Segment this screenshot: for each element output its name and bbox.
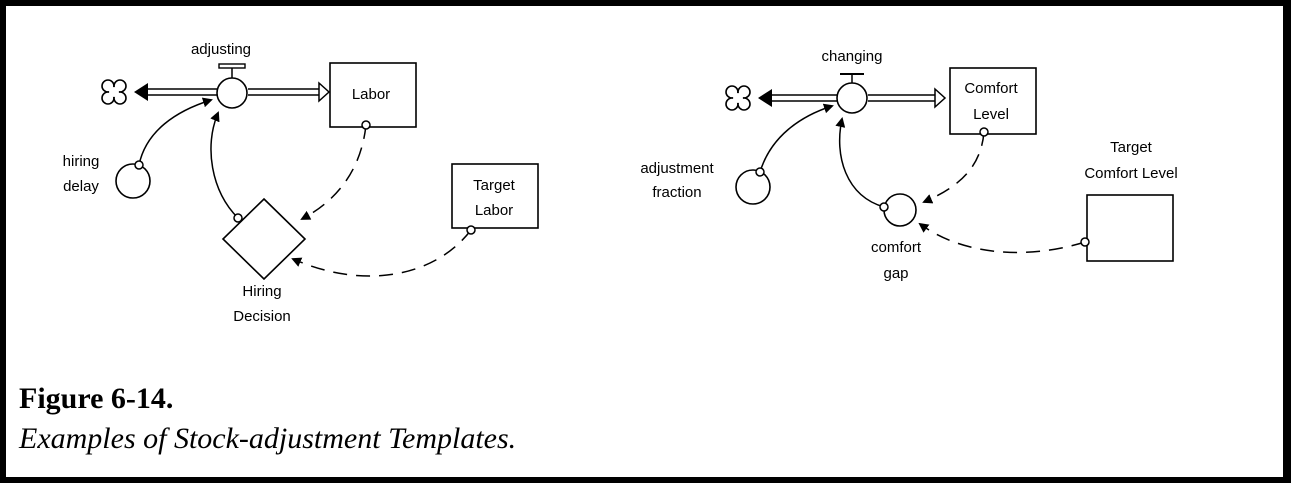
connector-arrows (134, 97, 476, 277)
target-box (1086, 194, 1174, 262)
flow-pipe (134, 81, 331, 103)
left-template: adjusting Labor hiring delay Hiring Deci… (63, 41, 539, 325)
figure-title: Figure 6-14. (19, 382, 174, 415)
converter-label-line-2: delay (63, 178, 99, 195)
converter-label-line-1: adjustment (640, 160, 714, 177)
stock-adjustment-diagrams: adjusting Labor hiring delay Hiring Deci… (63, 41, 1178, 325)
flow-label: changing (822, 48, 883, 65)
converter-label-line-2: fraction (652, 184, 701, 201)
decision-label-line-2: Decision (233, 308, 291, 325)
converter-label-line-1: hiring (63, 153, 100, 170)
cloud-icon (725, 85, 751, 111)
gap-label-line-2: gap (883, 265, 908, 282)
gap-circle (883, 193, 917, 227)
figure-subtitle: Examples of Stock-adjustment Templates. (19, 422, 517, 455)
target-stock-box (451, 163, 539, 229)
target-label-line-1: Target (1110, 139, 1153, 156)
flow-pipe (758, 87, 947, 109)
target-stock-label-line-1: Target (473, 177, 516, 194)
valve-icon (216, 63, 248, 109)
cloud-icon (101, 79, 127, 105)
stock-label-line-2: Level (973, 106, 1009, 123)
stock-label: Labor (352, 86, 390, 103)
figure-frame: adjusting Labor hiring delay Hiring Deci… (6, 6, 1283, 477)
gap-label-line-1: comfort (871, 239, 922, 256)
stock-label-line-1: Comfort (964, 80, 1018, 97)
decision-label-line-1: Hiring (242, 283, 281, 300)
stock-box (329, 62, 417, 128)
right-template: changing Comfort Level adjustment fracti… (640, 48, 1177, 282)
converter-circle (115, 163, 151, 199)
flow-label: adjusting (191, 41, 251, 58)
valve-icon (836, 73, 868, 114)
stock-box (949, 67, 1037, 135)
target-stock-label-line-2: Labor (475, 202, 513, 219)
decision-diamond (221, 197, 307, 281)
target-label-line-2: Comfort Level (1084, 165, 1177, 182)
converter-circle (735, 169, 771, 205)
connector-arrows (755, 103, 1090, 254)
